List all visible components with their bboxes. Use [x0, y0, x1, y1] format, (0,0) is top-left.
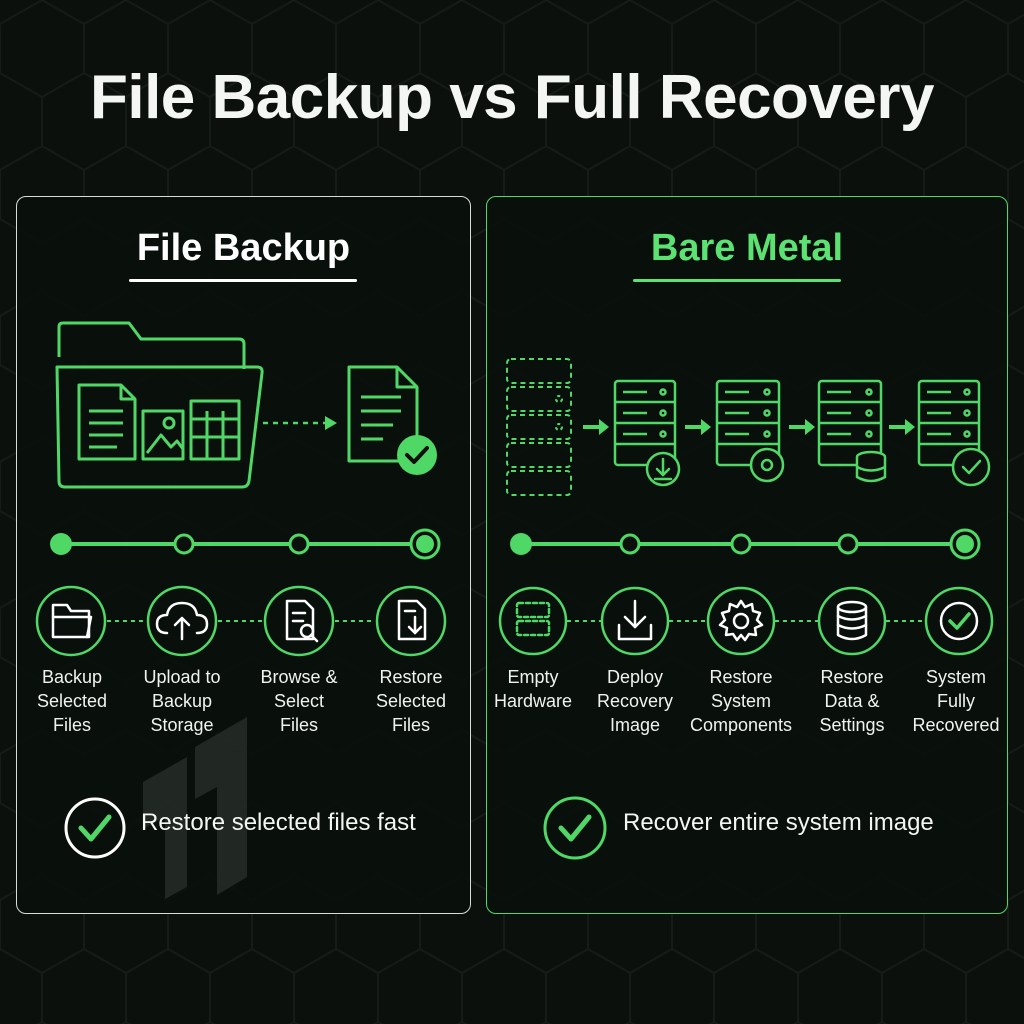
panel-title-file-backup: File Backup — [136, 227, 351, 269]
cloud-upload-icon — [155, 601, 209, 641]
summary-text: Recover entire system image — [623, 809, 934, 836]
progress-timeline — [510, 528, 981, 560]
server-gear-icon — [715, 379, 781, 467]
empty-hardware-icon — [515, 601, 551, 637]
watermark-logo — [143, 717, 247, 899]
gear-icon — [718, 599, 764, 642]
download-icon — [617, 599, 653, 641]
step-label: Restore System Components — [689, 667, 793, 735]
title-underline — [633, 279, 841, 282]
step-circle — [263, 585, 335, 657]
bare-metal-panel: Bare Metal — [486, 196, 1008, 914]
step-label: Restore Data & Settings — [819, 667, 885, 735]
page-title: File Backup vs Full Recovery — [89, 63, 935, 132]
summary-check-circle-icon — [64, 797, 126, 859]
title-underline — [129, 279, 357, 282]
progress-timeline — [50, 528, 441, 560]
summary-text: Restore selected files fast — [141, 809, 416, 836]
file-backup-panel: File Backup — [16, 196, 471, 914]
step-circle — [924, 586, 994, 656]
step-label: Browse & Select Files — [260, 667, 338, 735]
step-label: Upload to Backup Storage — [143, 667, 221, 735]
folder-icon-large — [55, 321, 264, 489]
database-badge-icon — [855, 450, 887, 483]
database-icon — [836, 600, 868, 641]
step-circle — [817, 586, 887, 656]
check-badge-icon — [397, 435, 437, 475]
arrow-icon — [789, 419, 815, 435]
step-circle — [375, 585, 447, 657]
step-circle — [600, 586, 670, 656]
step-circle — [706, 586, 776, 656]
step-label: Deploy Recovery Image — [596, 667, 674, 735]
empty-server-icon — [506, 358, 572, 496]
bare-metal-illustration — [498, 358, 994, 860]
step-circle — [146, 585, 218, 657]
arrow-icon — [889, 419, 915, 435]
folder-icon — [51, 603, 93, 639]
arrow-icon — [685, 419, 711, 435]
panel-title-bare-metal: Bare Metal — [650, 227, 844, 269]
arrow-icon — [583, 419, 609, 435]
file-search-icon — [285, 599, 319, 643]
step-label: Empty Hardware — [493, 667, 573, 711]
restored-document-icon — [347, 365, 419, 463]
step-circle — [35, 585, 107, 657]
file-restore-icon — [397, 599, 427, 641]
file-backup-illustration — [35, 321, 447, 899]
step-label: System Fully Recovered — [912, 667, 1000, 735]
summary-check-circle-icon — [543, 796, 607, 860]
check-icon — [939, 601, 979, 641]
step-label: Restore Selected Files — [375, 667, 447, 735]
server-check-icon — [917, 379, 981, 467]
server-download-icon — [613, 379, 677, 467]
step-label: Backup Selected Files — [36, 667, 108, 735]
server-database-icon — [817, 379, 883, 467]
step-circle — [498, 586, 568, 656]
